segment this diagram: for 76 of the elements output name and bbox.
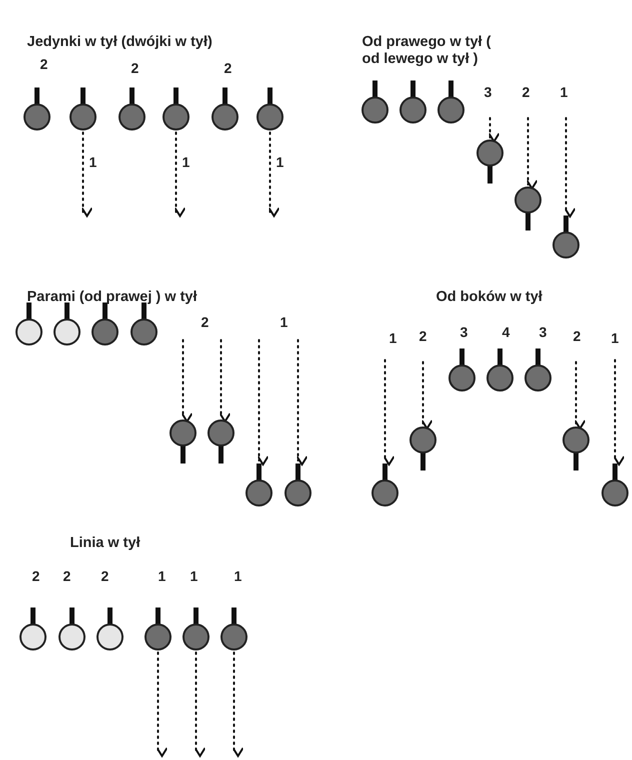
count-number: 1 bbox=[611, 330, 619, 347]
figure-marker bbox=[144, 608, 172, 650]
figure-marker bbox=[182, 608, 210, 650]
dotted-arrow bbox=[296, 339, 308, 466]
count-number: 1 bbox=[389, 330, 397, 347]
figure-marker bbox=[552, 216, 580, 258]
figure-marker bbox=[118, 88, 146, 130]
dotted-arrow bbox=[219, 339, 231, 422]
figure-marker bbox=[410, 426, 436, 470]
figure-marker bbox=[162, 88, 190, 130]
figure-marker bbox=[220, 608, 248, 650]
figure-marker bbox=[96, 608, 124, 650]
count-number: 3 bbox=[460, 324, 468, 341]
figure-marker bbox=[362, 80, 388, 124]
dotted-arrow bbox=[564, 117, 576, 218]
figure-marker bbox=[20, 608, 46, 650]
count-number: 2 bbox=[40, 56, 48, 73]
count-number: 2 bbox=[522, 84, 530, 101]
dotted-arrow bbox=[526, 117, 538, 190]
count-number: 1 bbox=[234, 568, 242, 585]
dotted-arrow bbox=[383, 359, 395, 466]
count-number: 2 bbox=[101, 568, 109, 585]
count-number: 1 bbox=[190, 568, 198, 585]
figure-marker bbox=[562, 426, 590, 470]
figure-marker bbox=[602, 464, 628, 506]
count-number: 1 bbox=[560, 84, 568, 101]
figure-marker bbox=[58, 608, 86, 650]
figure-marker bbox=[54, 302, 80, 346]
dotted-arrow bbox=[81, 132, 93, 217]
figure-marker bbox=[524, 348, 552, 392]
dotted-arrow bbox=[421, 361, 433, 430]
count-number: 4 bbox=[502, 324, 510, 341]
count-number: 2 bbox=[63, 568, 71, 585]
figure-marker bbox=[130, 302, 158, 346]
figure-marker bbox=[246, 464, 272, 506]
figure-marker bbox=[514, 186, 542, 230]
figure-marker bbox=[438, 80, 464, 124]
dotted-arrow bbox=[574, 361, 586, 430]
figure-marker bbox=[70, 88, 96, 130]
count-number: 3 bbox=[484, 84, 492, 101]
figure-marker bbox=[486, 348, 514, 392]
figure-marker bbox=[448, 348, 476, 392]
dotted-arrow bbox=[156, 652, 168, 757]
formation-title: Od boków w tył bbox=[436, 289, 542, 306]
figure-marker bbox=[372, 464, 398, 506]
figure-marker bbox=[476, 140, 504, 184]
dotted-arrow bbox=[194, 652, 206, 757]
dotted-arrow bbox=[181, 339, 193, 422]
dotted-arrow bbox=[613, 359, 625, 466]
dotted-arrow bbox=[257, 339, 269, 466]
count-number: 2 bbox=[419, 328, 427, 345]
figure-marker bbox=[24, 88, 50, 130]
figure-marker bbox=[256, 88, 284, 130]
count-number: 2 bbox=[573, 328, 581, 345]
figure-marker bbox=[16, 302, 42, 346]
count-number: 2 bbox=[201, 314, 209, 331]
dotted-arrow bbox=[268, 132, 280, 217]
formation-title: Parami (od prawej ) w tył bbox=[27, 289, 198, 306]
dotted-arrow bbox=[488, 117, 500, 142]
count-number: 2 bbox=[224, 60, 232, 77]
figure-marker bbox=[284, 464, 312, 506]
formation-title: Od prawego w tył ( od lewego w tył ) bbox=[362, 34, 492, 68]
count-number: 2 bbox=[32, 568, 40, 585]
count-number: 1 bbox=[158, 568, 166, 585]
figure-marker bbox=[92, 302, 118, 346]
figure-marker bbox=[400, 80, 426, 124]
count-number: 3 bbox=[539, 324, 547, 341]
count-number: 2 bbox=[131, 60, 139, 77]
figure-marker bbox=[170, 420, 196, 464]
dotted-arrow bbox=[174, 132, 186, 217]
count-number: 1 bbox=[280, 314, 288, 331]
figure-marker bbox=[208, 420, 234, 464]
figure-marker bbox=[212, 88, 238, 130]
formation-title: Jedynki w tył (dwójki w tył) bbox=[27, 34, 212, 51]
formation-title: Linia w tył bbox=[70, 535, 140, 552]
dotted-arrow bbox=[232, 652, 244, 757]
